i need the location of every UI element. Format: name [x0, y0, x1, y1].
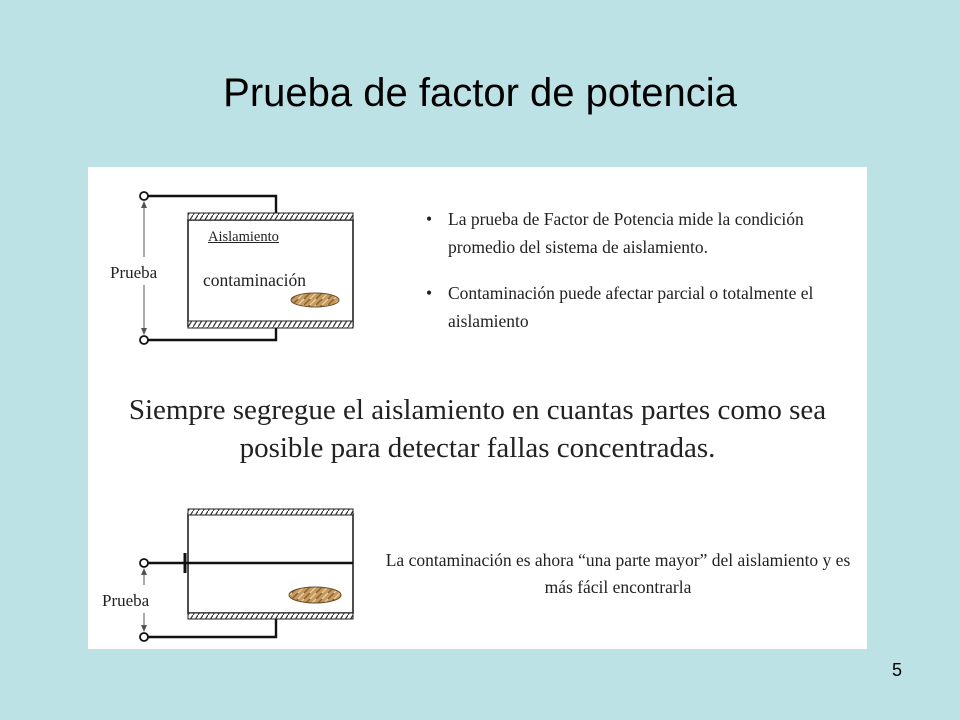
top-insulation-diagram: [139, 191, 354, 345]
insulation-diagrams: [139, 191, 354, 642]
bottom-arrowhead-down: [141, 625, 147, 632]
bullet-marker: •: [426, 209, 433, 229]
top-test-label: Prueba: [110, 263, 158, 282]
bullet-text: La prueba de Factor de Potencia mide la …: [448, 209, 804, 257]
bottom-terminal-upper: [139, 558, 149, 568]
top-lead-lower: [147, 328, 278, 342]
top-arrowhead-up: [141, 201, 147, 208]
recommendation-text: Siempre segregue el aislamiento en cuant…: [128, 394, 827, 464]
top-electrode-hatched-lower: [187, 320, 354, 329]
bottom-lead-lower: [147, 619, 278, 639]
bullet-item: • La prueba de Factor de Potencia mide l…: [426, 205, 866, 261]
bullet-list: • La prueba de Factor de Potencia mide l…: [426, 205, 866, 335]
slide-title: Prueba de factor de potencia: [223, 71, 737, 115]
top-insulation-box: [187, 219, 354, 327]
top-arrowhead-down: [141, 328, 147, 335]
bullet-marker: •: [426, 283, 433, 303]
top-lead-upper: [147, 194, 278, 213]
contamination-label: contaminación: [203, 270, 307, 290]
bottom-test-label: Prueba: [102, 591, 150, 610]
top-electrode-hatched-upper: [187, 212, 354, 221]
top-terminal-upper: [139, 191, 149, 201]
bullet-item: • Contaminación puede afectar parcial o …: [426, 279, 866, 335]
bottom-electrode-hatched-lower: [187, 612, 354, 620]
bullet-text: Contaminación puede afectar parcial o to…: [448, 283, 814, 331]
bottom-arrowhead-up: [141, 568, 147, 575]
top-terminal-lower: [139, 335, 149, 345]
bottom-insulation-diagram: [139, 508, 354, 642]
bottom-electrode-hatched-upper: [187, 508, 354, 516]
bottom-terminal-lower: [139, 632, 149, 642]
insulation-label: Aislamiento: [208, 229, 279, 245]
bottom-contamination-spot: [288, 586, 342, 604]
figure-image: Prueba Aislamiento contaminación • La pr…: [88, 167, 867, 649]
bottom-note-text: La contaminación es ahora “una parte may…: [385, 550, 851, 597]
slide-number: 5: [891, 660, 902, 680]
top-contamination-spot: [290, 292, 340, 308]
